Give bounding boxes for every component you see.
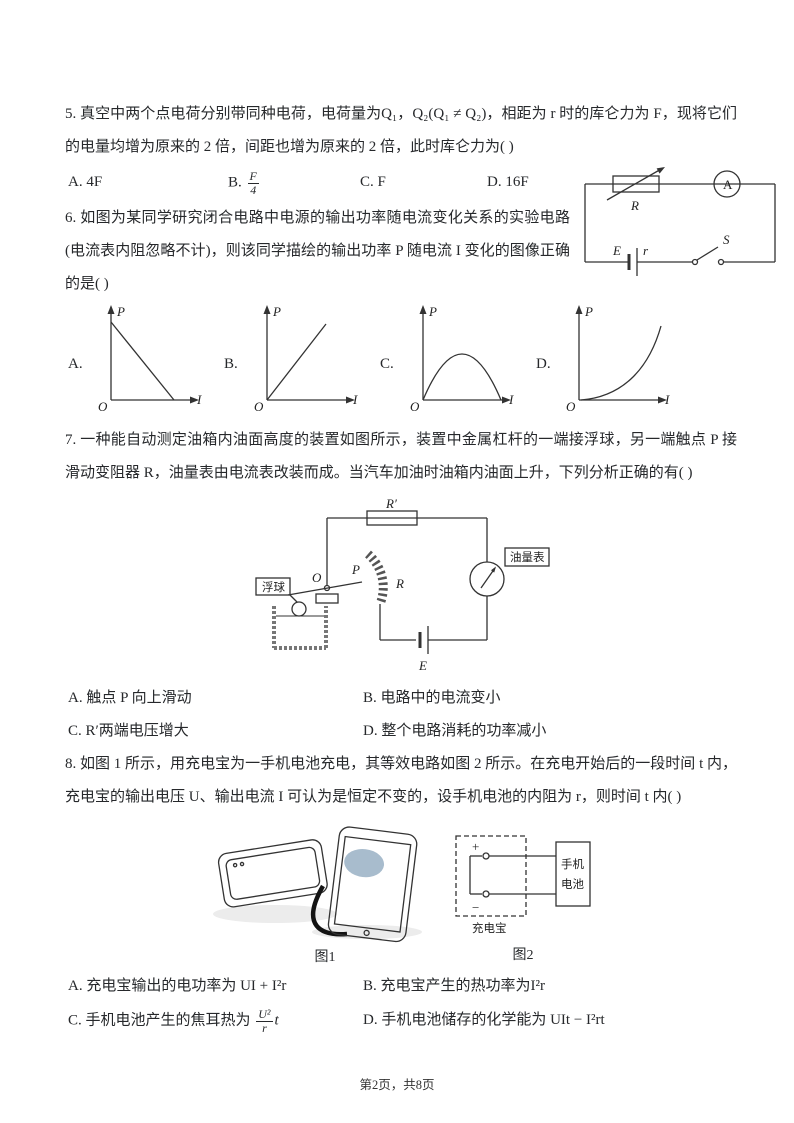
x-axis-label: I — [196, 392, 202, 407]
ammeter-label: A — [723, 177, 733, 192]
figure-2: + − 手机 电池 充电宝 图2 — [448, 830, 598, 964]
option-8d: D. 手机电池储存的化学能为 UIt − I²rt — [363, 1012, 605, 1028]
rheostat-label: R — [395, 576, 404, 591]
powerbank-phone-photo — [213, 826, 422, 943]
fraction-numerator: U² — [256, 1007, 273, 1022]
graph-a-label: A. — [68, 356, 83, 372]
graph-b-label: B. — [224, 356, 238, 372]
y-axis-label: P — [584, 304, 593, 319]
float-ball-label: 浮球 — [262, 580, 285, 594]
question-7-options-row-1: A. 触点 P 向上滑动 B. 电路中的电流变小 — [68, 686, 740, 710]
powerbank-icon — [217, 839, 328, 908]
option-7a: A. 触点 P 向上滑动 — [68, 690, 192, 706]
option-5b-fraction: F 4 — [247, 169, 259, 197]
option-8c-prefix: C. 手机电池产生的焦耳热为 — [68, 1012, 251, 1029]
question-6-stem: 6. 如图为某同学研究闭合电路中电源的输出功率随电流变化关系的实验电路(电流表内… — [65, 210, 570, 292]
emf-label: E — [612, 243, 621, 258]
option-5d: D. 16F — [487, 174, 529, 190]
question-6-graphs: A. P I O B. P I O C. — [68, 300, 674, 412]
option-5a: A. 4F — [68, 174, 103, 190]
experiment-circuit-diagram: R A E r S — [584, 167, 776, 276]
graph-b-plot: P I O — [254, 304, 358, 412]
origin-label: O — [98, 399, 108, 412]
figure-1: 图1 — [205, 814, 445, 966]
y-axis-label: P — [116, 304, 125, 319]
question-5-options: A. 4F B. F 4 C. F D. 16F — [68, 170, 668, 196]
graph-c-plot: P I O — [410, 304, 514, 412]
origin-label: O — [254, 399, 264, 412]
page-number-footer: 第2页，共8页 — [359, 1078, 435, 1092]
fraction-numerator: F — [247, 169, 259, 184]
option-5b-label: B. — [228, 174, 242, 191]
figure-1-caption: 图1 — [314, 950, 336, 965]
question-7-stem: 7. 一种能自动测定油箱内油面高度的装置如图所示，装置中金属杠杆的一端接浮球，另… — [65, 432, 737, 481]
question-8-options-row-1: A. 充电宝输出的电功率为 UI + I²r B. 充电宝产生的热功率为I²r — [68, 974, 740, 998]
smartphone-icon — [327, 826, 418, 943]
option-8a: A. 充电宝输出的电功率为 UI + I²r — [68, 978, 287, 994]
switch-label: S — [723, 232, 730, 247]
float-ball-icon — [291, 601, 307, 617]
fraction-denominator: r — [262, 1020, 267, 1035]
graph-a-plot: P I O — [98, 304, 202, 412]
option-8c-suffix: t — [274, 1012, 279, 1029]
minus-terminal-label: − — [472, 900, 479, 915]
origin-label: O — [410, 399, 420, 412]
battery-label: E — [418, 658, 427, 673]
y-axis-label: P — [428, 304, 437, 319]
decreasing-line-curve — [110, 321, 175, 401]
option-8c: C. 手机电池产生的焦耳热为 U² r t — [68, 1008, 363, 1034]
option-8c-fraction: U² r — [256, 1007, 273, 1035]
internal-resistance-label: r — [643, 243, 649, 258]
contact-label: P — [351, 562, 360, 577]
option-7b: B. 电路中的电流变小 — [363, 690, 501, 706]
fraction-denominator: 4 — [250, 182, 257, 197]
option-7c: C. R′两端电压增大 — [68, 723, 189, 739]
oil-gauge-diagram: R′ O P R E 油量表 浮球 — [255, 498, 550, 673]
figure-2-caption: 图2 — [512, 948, 534, 963]
question-8-options-row-2: C. 手机电池产生的焦耳热为 U² r t D. 手机电池储存的化学能为 UIt… — [68, 1008, 740, 1034]
graph-option-c: C. P I O — [380, 300, 518, 412]
graph-option-d: D. P I O — [536, 300, 674, 412]
graph-option-a: A. P I O — [68, 300, 206, 412]
equivalent-circuit-diagram: + − 手机 电池 充电宝 — [455, 835, 591, 935]
y-axis-label: P — [272, 304, 281, 319]
resistor-label: R — [630, 198, 639, 213]
fuel-meter-label: 油量表 — [510, 550, 545, 564]
graph-option-b: B. P I O — [224, 300, 362, 412]
graph-d-plot: P I O — [566, 304, 670, 412]
graph-c-label: C. — [380, 356, 394, 372]
x-axis-label: I — [352, 392, 358, 407]
pivot-label: O — [312, 570, 322, 585]
x-axis-label: I — [508, 392, 514, 407]
graph-d-label: D. — [536, 356, 551, 372]
ammeter-icon — [713, 170, 741, 198]
option-7d: D. 整个电路消耗的功率减小 — [363, 723, 547, 739]
phone-battery-label-line2: 电池 — [561, 878, 584, 891]
increasing-line-curve — [266, 323, 327, 401]
option-5c: C. F — [360, 174, 386, 190]
phone-battery-label-line1: 手机 — [561, 857, 584, 871]
option-5b: B. F 4 — [228, 170, 360, 196]
r-prime-label: R′ — [385, 498, 397, 511]
question-7-options-row-2: C. R′两端电压增大 D. 整个电路消耗的功率减小 — [68, 719, 740, 743]
question-5-stem: 5. 真空中两个点电荷分别带同种电荷，电荷量为Q₁，Q₂(Q₁ ≠ Q₂)，相距… — [65, 106, 737, 155]
plus-terminal-label: + — [472, 839, 479, 854]
question-8-stem: 8. 如图 1 所示，用充电宝为一手机电池充电，其等效电路如图 2 所示。在充电… — [65, 756, 737, 805]
origin-label: O — [566, 399, 576, 412]
parabola-curve — [422, 353, 502, 401]
powerbank-label: 充电宝 — [472, 921, 507, 935]
convex-curve — [580, 325, 662, 401]
option-8b: B. 充电宝产生的热功率为I²r — [363, 978, 545, 994]
x-axis-label: I — [664, 392, 670, 407]
